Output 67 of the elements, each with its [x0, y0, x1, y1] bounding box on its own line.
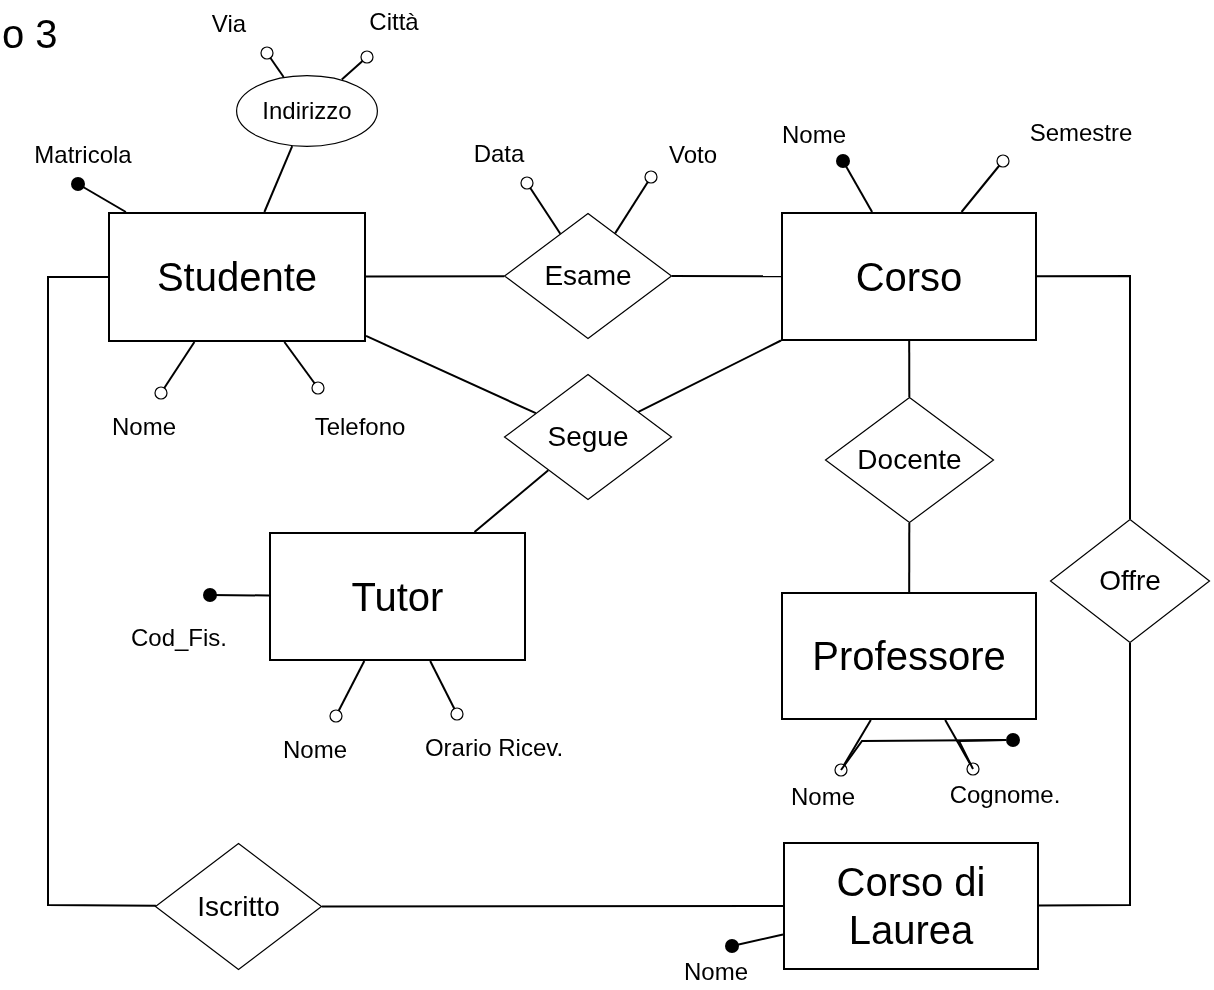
connector-line [637, 339, 782, 413]
attribute-name: Cognome. [949, 780, 1061, 810]
relationship-name: Esame [544, 259, 632, 293]
attribute-connector [429, 660, 464, 721]
attribute-name: Data [473, 139, 525, 169]
connector-line [957, 739, 1007, 770]
entity-name: Corso [855, 253, 963, 301]
entity-box [269, 532, 526, 661]
attribute-name: Telefono [314, 412, 406, 442]
attribute-name: Via [211, 9, 247, 39]
relationship-diamond [504, 374, 672, 500]
connector-line [908, 521, 911, 593]
attribute-connector [960, 154, 1010, 213]
attribute-connector [725, 933, 784, 953]
attribute-connector [944, 719, 980, 776]
attribute-connector [283, 341, 325, 395]
entity-box [783, 842, 1039, 970]
attribute-connector [71, 177, 127, 213]
attribute-connector [340, 50, 374, 81]
attribute-name: Orario Ricev. [424, 733, 564, 763]
connector-line [1036, 275, 1131, 520]
attribute-connector [834, 719, 872, 777]
identifier-dot [1006, 733, 1020, 747]
relationship-name: Docente [857, 443, 962, 477]
entity-box [781, 592, 1037, 720]
attribute-connector [203, 588, 270, 602]
attribute-connector [154, 341, 196, 400]
attribute-name: Cod_Fis. [130, 623, 227, 653]
attribute-connector [260, 46, 285, 78]
connector-line [320, 905, 784, 908]
connector-line [365, 275, 506, 278]
attribute-name: Indirizzo [262, 96, 352, 126]
attribute-connector [520, 176, 562, 235]
entity-name: Professore [812, 633, 1006, 680]
attribute-name: Nome [283, 735, 347, 765]
attribute-name: Nome [684, 957, 748, 987]
attribute-connector [614, 170, 658, 235]
entity-name: Studente [156, 254, 318, 301]
connector-line [670, 275, 782, 278]
connector-line [908, 340, 911, 399]
connector-line [473, 469, 550, 533]
attribute-ellipse [236, 75, 378, 147]
attribute-name: Nome [112, 412, 176, 442]
attribute-connector [329, 660, 366, 723]
entity-name: Corso di Laurea [835, 859, 987, 954]
relationship-diamond [1050, 519, 1210, 643]
connector-line [263, 145, 294, 213]
heading-fragment: o 3 [2, 12, 58, 57]
attribute-name: Matricola [34, 140, 132, 170]
connector-line [47, 276, 157, 907]
entity-box [108, 212, 366, 342]
attribute-name: Semestre [1029, 118, 1133, 148]
relationship-name: Iscritto [197, 889, 280, 924]
entity-name: Tutor [351, 573, 444, 621]
attribute-name: Nome [782, 120, 846, 150]
attribute-name: Voto [668, 140, 717, 170]
relationship-name: Segue [547, 420, 629, 454]
relationship-name: Offre [1099, 564, 1161, 598]
relationship-diamond [504, 213, 672, 339]
attribute-name: Nome [791, 782, 855, 812]
connector-line [1038, 642, 1131, 907]
connector-line [365, 334, 537, 415]
attribute-name: Città [369, 7, 419, 37]
entity-box [781, 212, 1037, 341]
relationship-diamond [155, 843, 322, 970]
attribute-connector [836, 154, 874, 213]
relationship-diamond [825, 397, 994, 523]
